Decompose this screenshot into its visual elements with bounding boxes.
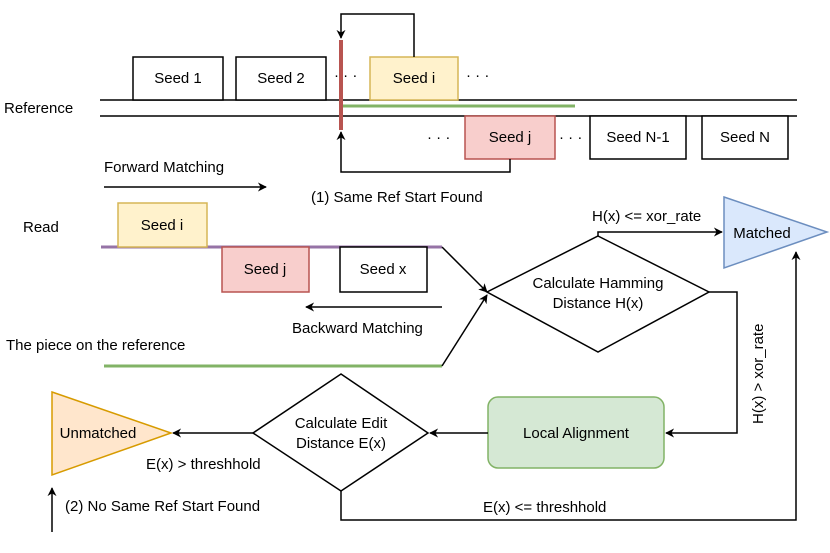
piece-to-hamming-arrow [441, 294, 488, 367]
matched-label: Matched [733, 225, 791, 242]
ref-seed-n-box [701, 115, 789, 160]
read-seed-i: Seed i [141, 217, 184, 234]
reference-label: Reference [4, 100, 73, 117]
unmatched-node [51, 390, 174, 477]
hamming-to-matched-arrow [597, 227, 723, 237]
piece-on-reference-label: The piece on the reference [6, 337, 185, 354]
hamming-gt-label: H(x) > xor_rate [750, 324, 767, 424]
ref-seed-n-1-box [589, 115, 687, 160]
hamming-label-line2: Distance H(x) [553, 295, 644, 312]
ref-seed-j: Seed j [489, 129, 532, 146]
edit-le-label: E(x) <= threshhold [483, 499, 606, 516]
edit-to-matched-arrow [340, 251, 801, 521]
same-ref-start-label: (1) Same Ref Start Found [311, 189, 483, 206]
matched-node [723, 195, 830, 270]
read-to-hamming-arrow [441, 246, 488, 293]
hamming-to-local-alignment-arrow [665, 291, 738, 438]
edit-label-line1: Calculate Edit [295, 415, 388, 432]
ref-seed-i: Seed i [393, 70, 436, 87]
edit-label-line2: Distance E(x) [296, 435, 386, 452]
read-seed-x-box [339, 246, 428, 293]
ref-ellipsis-3: · · · [427, 129, 450, 146]
ref-seed-n: Seed N [720, 129, 770, 146]
hamming-le-label: H(x) <= xor_rate [592, 208, 701, 225]
read-seed-j-box [221, 246, 310, 293]
edit-gt-label: E(x) > threshhold [146, 456, 261, 473]
edit-decision [251, 373, 430, 492]
read-seed-j: Seed j [244, 261, 287, 278]
ref-ellipsis-1: · · · [334, 67, 357, 84]
forward-matching-label: Forward Matching [104, 159, 224, 176]
seed-i-to-start-arrow [336, 13, 415, 57]
no-same-ref-start-label: (2) No Same Ref Start Found [65, 498, 260, 515]
seed-j-to-start-arrow [336, 131, 511, 173]
read-seed-x: Seed x [360, 261, 407, 278]
read-seed-i-box [117, 202, 208, 248]
ref-ellipsis-2: · · · [466, 67, 489, 84]
local-alignment-label: Local Alignment [523, 425, 630, 442]
hamming-decision [485, 235, 711, 353]
ref-seed-2: Seed 2 [257, 70, 305, 87]
ref-seed-i-box [369, 56, 459, 101]
backward-matching-label: Backward Matching [292, 320, 423, 337]
read-label: Read [23, 219, 59, 236]
ref-seed-2-box [235, 56, 327, 101]
hamming-label-line1: Calculate Hamming [533, 275, 664, 292]
ref-seed-n-1: Seed N-1 [606, 129, 669, 146]
ref-ellipsis-4: · · · [559, 129, 582, 146]
unmatched-label: Unmatched [60, 425, 137, 442]
ref-seed-1-box [132, 56, 224, 101]
ref-seed-1: Seed 1 [154, 70, 202, 87]
